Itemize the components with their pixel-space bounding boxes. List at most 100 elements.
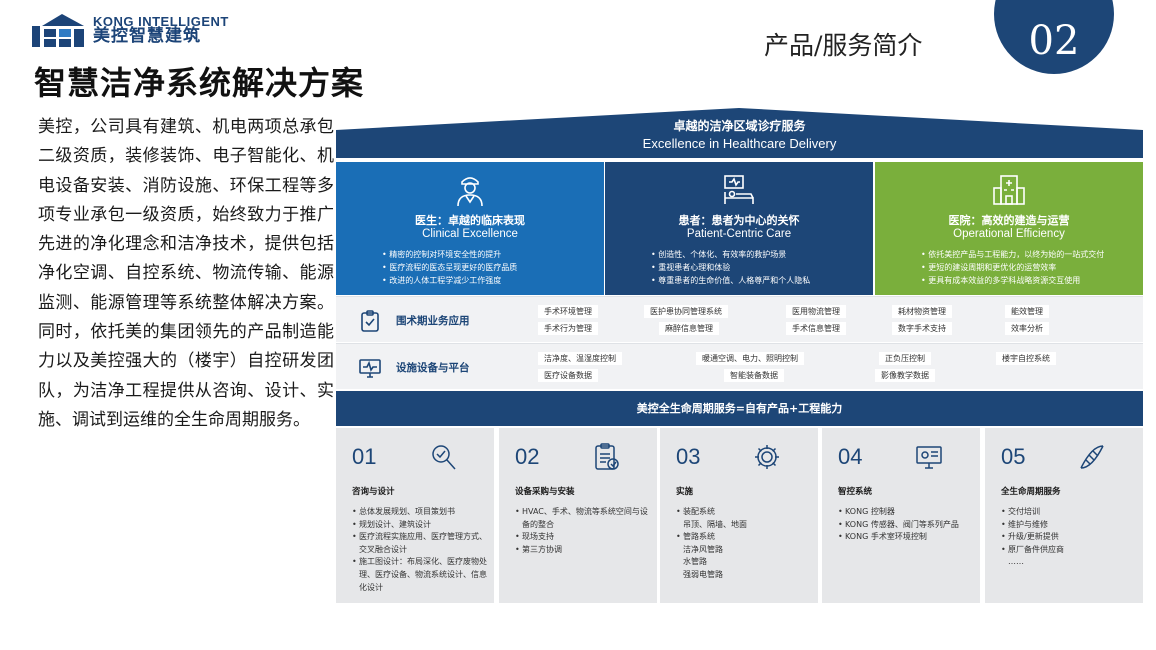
pillar-list: 依托美控产品与工程能力，以终为始的一站式交付 更短的建设周期和更优化的运营效率 … bbox=[921, 248, 1104, 287]
card-number: 01 bbox=[352, 444, 377, 469]
list-item: 重视患者心理和体验 bbox=[651, 261, 810, 274]
brand-name-cn: 美控智慧建筑 bbox=[93, 26, 201, 47]
card-list: 装配系统 吊顶、隔墙、地面 管路系统 洁净风管路 水管路 强弱电管路 bbox=[676, 506, 812, 582]
list-item: 洁净风管路 bbox=[683, 544, 723, 554]
list-item: KONG 控制器 bbox=[838, 506, 974, 519]
band-chip: 手术行为管理 bbox=[538, 322, 598, 335]
list-item: …… bbox=[1008, 557, 1024, 567]
list-item: 吊顶、隔墙、地面 bbox=[683, 519, 747, 529]
diagram-roof bbox=[336, 108, 1143, 158]
card-list: KONG 控制器 KONG 传感器、阀门等系列产品 KONG 手术室环境控制 bbox=[838, 506, 974, 544]
band-chip: 医护患协同管理系统 bbox=[644, 305, 728, 318]
card-number: 02 bbox=[515, 444, 540, 469]
list-item: 交付培训 bbox=[1001, 506, 1137, 519]
band-chip: 正负压控制 bbox=[879, 352, 931, 365]
band-chip: 效率分析 bbox=[1005, 322, 1049, 335]
service-card-lifecycle: 05 全生命周期服务 交付培训 维护与维修 升级/更新提供 原厂备件供应商 …… bbox=[985, 428, 1143, 603]
roof-subtitle: Excellence in Healthcare Delivery bbox=[642, 136, 837, 151]
pillar-list: 创造性、个体化、有效率的救护场景 重视患者心理和体验 尊重患者的生命价值、人格尊… bbox=[651, 248, 810, 287]
procurement-checklist-icon bbox=[595, 443, 619, 470]
list-item: 精密的控制对环境安全性的提升 bbox=[382, 248, 517, 261]
band-chip: 能效管理 bbox=[1005, 305, 1049, 318]
card-number: 03 bbox=[676, 444, 701, 469]
pillar-clinical: 医生：卓越的临床表现 Clinical Excellence 精密的控制对环境安… bbox=[336, 162, 604, 295]
list-item: 水管路 bbox=[683, 557, 707, 567]
card-title: 设备采购与安装 bbox=[515, 487, 575, 497]
list-item: KONG 手术室环境控制 bbox=[838, 531, 974, 544]
band-chip: 耗材物资管理 bbox=[892, 305, 952, 318]
pillar-subtitle: Operational Efficiency bbox=[953, 228, 1065, 240]
list-item: 现场支持 bbox=[515, 531, 651, 544]
list-item: 总体发展规划、项目策划书 bbox=[352, 506, 488, 519]
hospital-icon bbox=[993, 175, 1025, 205]
control-monitor-icon bbox=[916, 446, 942, 469]
list-item: 第三方协调 bbox=[515, 544, 651, 557]
search-consult-icon bbox=[432, 445, 456, 470]
clipboard-check-icon bbox=[361, 310, 379, 332]
list-item: 施工图设计：布局深化、医疗废物处理、医疗设备、物流系统设计、信息化设计 bbox=[352, 556, 488, 594]
band-perioperative: 围术期业务应用 手术环境管理 医护患协同管理系统 医用物流管理 耗材物资管理 能… bbox=[336, 296, 1143, 342]
roof-title: 卓越的洁净区域诊疗服务 bbox=[673, 119, 806, 133]
lifecycle-bar: 美控全生命周期服务=自有产品+工程能力 bbox=[336, 391, 1143, 426]
band-chip: 手术环境管理 bbox=[538, 305, 598, 318]
list-item: 原厂备件供应商 bbox=[1001, 544, 1137, 557]
card-list: HVAC、手术、物流等系统空间与设备的整合 现场支持 第三方协调 bbox=[515, 506, 651, 556]
section-label: 产品/服务简介 bbox=[764, 31, 923, 60]
list-item: 医疗流程的医态呈现更好的医疗品质 bbox=[382, 261, 517, 274]
pillar-patient: 患者：患者为中心的关怀 Patient-Centric Care 创造性、个体化… bbox=[605, 162, 873, 295]
list-item: 医疗流程实施应用、医疗管理方式、交叉融合设计 bbox=[352, 531, 488, 556]
band-chip: 楼宇自控系统 bbox=[996, 352, 1056, 365]
list-item: 创造性、个体化、有效率的救护场景 bbox=[651, 248, 810, 261]
list-item: 装配系统 bbox=[676, 506, 812, 519]
patient-bed-icon bbox=[724, 175, 754, 204]
pillar-subtitle: Clinical Excellence bbox=[422, 228, 518, 240]
list-item: KONG 传感器、阀门等系列产品 bbox=[838, 519, 974, 532]
card-list: 交付培训 维护与维修 升级/更新提供 原厂备件供应商 …… bbox=[1001, 506, 1137, 569]
list-item: 强弱电管路 bbox=[683, 569, 723, 579]
service-card-procurement: 02 设备采购与安装 HVAC、手术、物流等系统空间与设备的整合 现场支持 第三… bbox=[499, 428, 657, 603]
card-list: 总体发展规划、项目策划书 规划设计、建筑设计 医疗流程实施应用、医疗管理方式、交… bbox=[352, 506, 488, 594]
list-item: 维护与维修 bbox=[1001, 519, 1137, 532]
band-chip: 暖通空调、电力、照明控制 bbox=[696, 352, 804, 365]
band-chip: 洁净度、温湿度控制 bbox=[538, 352, 622, 365]
band-chip: 数字手术支持 bbox=[892, 322, 952, 335]
pillar-title: 医院：高效的建造与运营 bbox=[948, 214, 1070, 227]
list-item: 尊重患者的生命价值、人格尊严和个人隐私 bbox=[651, 274, 810, 287]
band-label: 设施设备与平台 bbox=[396, 362, 470, 374]
pillar-title: 患者：患者为中心的关怀 bbox=[678, 214, 800, 227]
list-item: HVAC、手术、物流等系统空间与设备的整合 bbox=[515, 506, 651, 531]
pillar-title: 医生：卓越的临床表现 bbox=[415, 214, 525, 227]
pillar-list: 精密的控制对环境安全性的提升 医疗流程的医态呈现更好的医疗品质 改进的人体工程学… bbox=[382, 248, 517, 287]
pillar-operational: 医院：高效的建造与运营 Operational Efficiency 依托美控产… bbox=[875, 162, 1143, 295]
dna-icon bbox=[1080, 445, 1104, 469]
page-title: 智慧洁净系统解决方案 bbox=[34, 64, 365, 102]
band-facilities: 设施设备与平台 洁净度、温湿度控制 暖通空调、电力、照明控制 正负压控制 楼宇自… bbox=[336, 343, 1143, 389]
service-card-consulting: 01 咨询与设计 总体发展规划、项目策划书 规划设计、建筑设计 医疗流程实施应用… bbox=[336, 428, 494, 603]
list-item: 改进的人体工程学减少工作强度 bbox=[382, 274, 517, 287]
intro-paragraph: 美控，公司具有建筑、机电两项总承包二级资质，装修装饰、电子智能化、机电设备安装、… bbox=[38, 117, 334, 430]
service-card-control: 04 智控系统 KONG 控制器 KONG 传感器、阀门等系列产品 KONG 手… bbox=[822, 428, 980, 603]
brand-logo: KONG INTELLIGENT 美控智慧建筑 bbox=[32, 14, 229, 47]
section-number: 02 bbox=[1028, 18, 1080, 64]
list-item: 规划设计、建筑设计 bbox=[352, 519, 488, 532]
service-card-implementation: 03 实施 装配系统 吊顶、隔墙、地面 管路系统 洁净风管路 水管路 强弱电管路 bbox=[660, 428, 818, 603]
list-item: 管路系统 bbox=[676, 531, 812, 544]
card-number: 05 bbox=[1001, 444, 1026, 469]
card-title: 全生命周期服务 bbox=[1001, 487, 1061, 497]
card-title: 实施 bbox=[676, 487, 694, 497]
list-item: 依托美控产品与工程能力，以终为始的一站式交付 bbox=[921, 248, 1104, 261]
band-chip: 医疗设备数据 bbox=[538, 369, 598, 382]
brand-name-en: KONG INTELLIGENT bbox=[93, 13, 229, 29]
list-item: 升级/更新提供 bbox=[1001, 531, 1137, 544]
card-title: 智控系统 bbox=[838, 487, 873, 497]
band-chip: 影像教学数据 bbox=[875, 369, 935, 382]
card-number: 04 bbox=[838, 444, 863, 469]
doctor-icon bbox=[457, 177, 483, 207]
band-chip: 手术信息管理 bbox=[786, 322, 846, 335]
gear-icon bbox=[755, 445, 779, 469]
card-title: 咨询与设计 bbox=[352, 487, 395, 497]
monitor-pulse-icon bbox=[359, 359, 381, 378]
band-chip: 医用物流管理 bbox=[786, 305, 846, 318]
brand-logo-icon bbox=[32, 14, 84, 47]
list-item: 更具有成本效益的多学科战略资源交互使用 bbox=[921, 274, 1104, 287]
